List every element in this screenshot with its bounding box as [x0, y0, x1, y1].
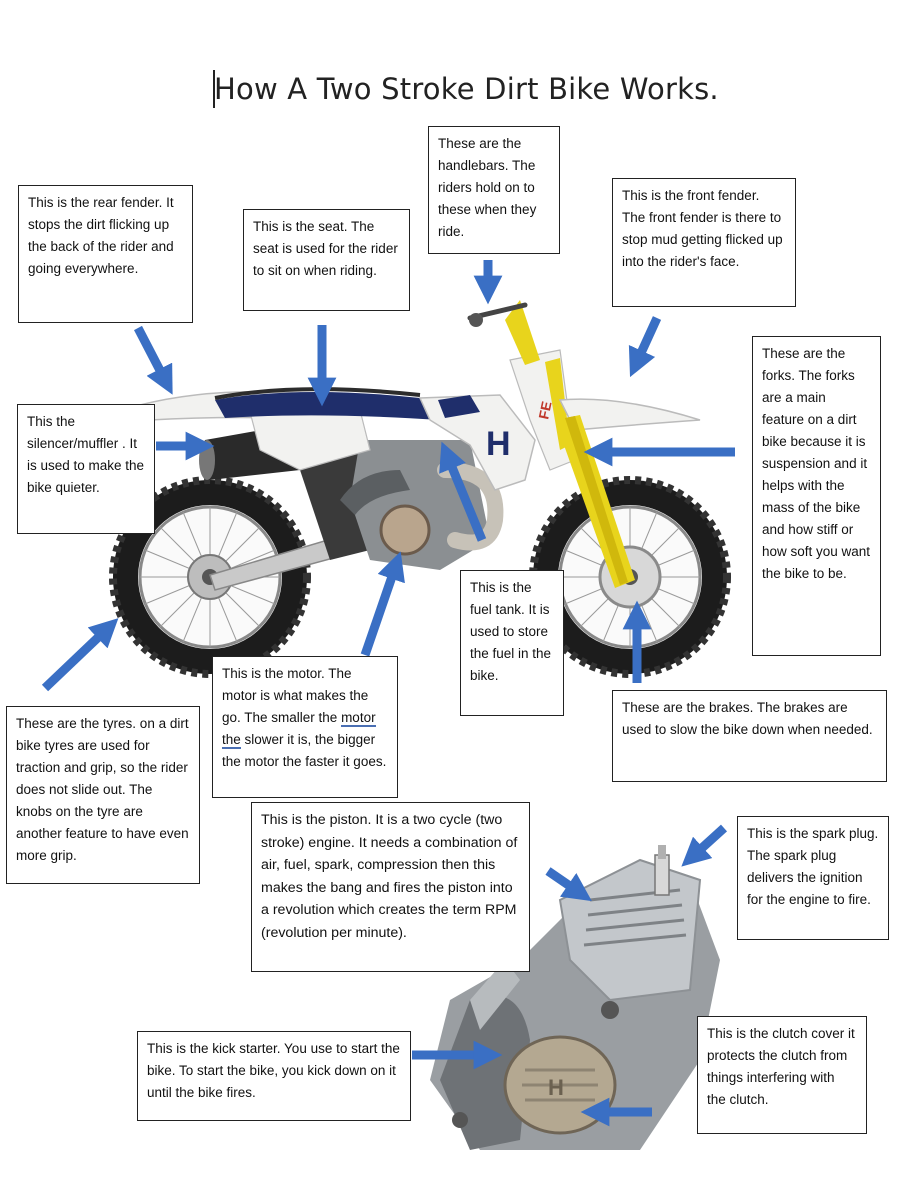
arrow-front-fender — [628, 316, 662, 378]
label-clutch: This is the clutch cover it protects the… — [697, 1016, 867, 1134]
label-fuel-tank: This is the fuel tank. It is used to sto… — [460, 570, 564, 716]
motor-text-a: This is the motor. The motor is what mak… — [222, 666, 369, 725]
svg-text:H: H — [486, 425, 511, 463]
svg-text:FE: FE — [535, 400, 554, 421]
page-title: How A Two Stroke Dirt Bike Works. — [214, 72, 719, 106]
label-front-fender: This is the front fender. The front fend… — [612, 178, 796, 307]
label-seat: This is the seat. The seat is used for t… — [243, 209, 410, 311]
label-spark-plug: This is the spark plug. The spark plug d… — [737, 816, 889, 940]
motor-text-b: slower it is, the bigger the motor the f… — [222, 732, 387, 769]
label-motor: This is the motor. The motor is what mak… — [212, 656, 398, 798]
label-rear-fender: This is the rear fender. It stops the di… — [18, 185, 193, 323]
label-tyres: These are the tyres. on a dirt bike tyre… — [6, 706, 200, 884]
label-piston: This is the piston. It is a two cycle (t… — [251, 802, 530, 972]
motor-text-underlined-1: motor — [341, 710, 376, 727]
label-silencer: This the silencer/muffler . It is used t… — [17, 404, 155, 534]
arrow-tyres — [41, 618, 119, 692]
label-handlebars: These are the handlebars. The riders hol… — [428, 126, 560, 254]
arrow-fuel-tank — [439, 441, 487, 542]
arrow-rear-fender — [134, 325, 173, 395]
label-kick-starter: This is the kick starter. You use to sta… — [137, 1031, 411, 1121]
label-brakes: These are the brakes. The brakes are use… — [612, 690, 887, 782]
motor-text-underlined-2: the — [222, 732, 241, 749]
arrow-piston — [545, 867, 592, 902]
arrow-motor — [360, 551, 405, 657]
engine-closeup-image: H — [430, 845, 720, 1150]
label-forks: These are the forks. The forks are a mai… — [752, 336, 881, 656]
svg-text:H: H — [548, 1075, 564, 1100]
arrow-spark-plug — [681, 824, 728, 867]
pointer-arrows — [41, 260, 735, 1127]
text-cursor — [213, 70, 215, 108]
